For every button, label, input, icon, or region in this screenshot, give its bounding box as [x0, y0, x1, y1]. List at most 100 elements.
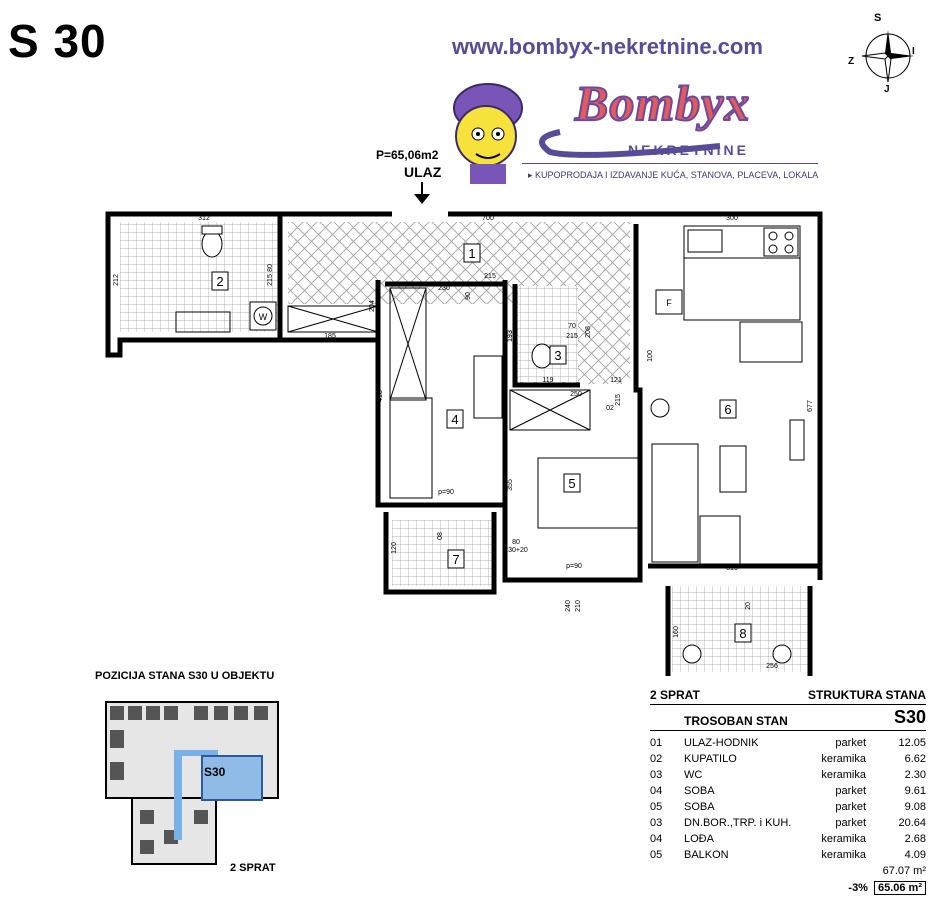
compass-j-label: J	[884, 84, 890, 95]
stove-icon	[763, 227, 799, 257]
room-name: WC	[684, 769, 703, 781]
sink-icon	[687, 229, 723, 253]
washer-label: W	[259, 312, 268, 322]
dimension-label: 185	[324, 333, 336, 340]
apartment-code: S30	[893, 707, 926, 727]
gross-area-label: P=65,06m2	[376, 148, 439, 162]
position-floor-label: 2 SPRAT	[230, 862, 276, 874]
building-position-plan	[105, 701, 279, 865]
room-area: 9.08	[904, 801, 926, 813]
room-floor: parket	[835, 785, 866, 797]
entry-arrow-icon	[414, 182, 430, 204]
room-number: 8	[739, 626, 746, 641]
dimension-label: 193	[507, 330, 514, 342]
dimension-label: 02	[606, 405, 614, 412]
dimension-label: 250	[570, 391, 582, 398]
room-number-box	[719, 399, 737, 419]
table-row: 02 KUPATILO keramika 6.62	[650, 751, 926, 767]
room-floor: keramika	[821, 753, 866, 765]
room-number-box	[463, 243, 481, 263]
brand-subtitle: NEKRETNINE	[628, 142, 750, 158]
dimension-label: 300	[726, 215, 738, 222]
room-number-box	[446, 409, 464, 429]
structure-floor: 2 SPRAT	[650, 688, 700, 702]
room-name: LOĐA	[684, 833, 714, 845]
room-number-box	[734, 623, 752, 643]
dimension-label: p=90	[438, 489, 454, 496]
brand-tagline: ▸ KUPOPRODAJA I IZDAVANJE KUĆA, STANOVA,…	[528, 170, 819, 180]
dimension-label: 120	[391, 542, 398, 554]
brand-logo-text: Bombyx	[574, 74, 751, 132]
dimension-label: 204	[369, 300, 376, 312]
dimension-label: 215	[267, 274, 274, 286]
room-no: 05	[650, 801, 663, 813]
dimension-label: 215	[484, 273, 496, 280]
dimension-label: 212	[113, 274, 120, 286]
compass-s-label: S	[874, 12, 882, 24]
hallway-floor	[288, 222, 630, 304]
room-number-box	[211, 271, 229, 291]
dimension-label: 160	[673, 626, 680, 638]
room-area: 12.05	[898, 737, 926, 749]
total-area: 67.07 m²	[882, 865, 926, 877]
dimension-label: 312	[198, 215, 210, 222]
entry-label: ULAZ	[404, 164, 442, 180]
room-no: 04	[650, 833, 663, 845]
room-name: DN.BOR.,TRP. i KUH.	[684, 817, 792, 829]
room-number-box	[549, 345, 567, 365]
interior-lines	[175, 225, 805, 567]
dimension-label: 80	[512, 539, 520, 546]
apartment-type: TROSOBAN STAN	[684, 714, 788, 728]
room-name: SOBA	[684, 785, 715, 797]
dimension-label: 210	[575, 600, 582, 612]
dimension-label: p=90	[566, 563, 582, 570]
dimension-label: 240	[565, 600, 572, 612]
loggia-floor	[392, 520, 492, 586]
dimension-label: 80	[267, 264, 274, 272]
room-number-box	[447, 549, 465, 569]
washer-icon: W	[249, 301, 277, 331]
compass-i-label: I	[912, 46, 915, 57]
mascot-logo	[453, 83, 523, 184]
dimension-label: 119	[542, 377, 553, 384]
room-name: ULAZ-HODNIK	[684, 737, 759, 749]
dimension-label: 121	[610, 377, 622, 384]
dimension-label: 230	[438, 285, 450, 292]
room-number: 7	[452, 552, 459, 567]
room-number: 1	[468, 246, 475, 261]
room-no: 02	[650, 753, 663, 765]
area-reduction: -3%	[848, 882, 868, 894]
dimension-label: 208	[585, 326, 592, 338]
room-number-box	[563, 473, 581, 493]
room-number: 6	[724, 402, 731, 417]
room-number: 5	[568, 476, 575, 491]
room-no: 05	[650, 849, 663, 861]
room-area: 4.09	[904, 849, 926, 861]
room-area: 6.62	[904, 753, 926, 765]
apartment-structure-table: 2 SPRAT STRUKTURA STANA TROSOBAN STAN S3…	[650, 688, 926, 897]
room-floor: keramika	[821, 833, 866, 845]
room-floor: parket	[835, 737, 866, 749]
dimension-label: 215	[566, 333, 578, 340]
compass-z-label: Z	[848, 56, 855, 67]
brand-divider	[522, 163, 818, 164]
website-link[interactable]: www.bombyx-nekretnine.com	[452, 34, 763, 59]
room-area: 2.30	[904, 769, 926, 781]
dimension-label: 215	[615, 394, 622, 406]
room-number: 4	[451, 412, 458, 427]
dimension-label: 700	[482, 215, 494, 222]
room-name: KUPATILO	[684, 753, 737, 765]
net-area: 65.06 m²	[873, 881, 926, 895]
toilet-icon	[201, 225, 223, 258]
position-title: POZICIJA STANA S30 U OBJEKTU	[95, 670, 275, 682]
room-number: 2	[216, 274, 223, 289]
dimension-label: 355	[507, 479, 514, 491]
